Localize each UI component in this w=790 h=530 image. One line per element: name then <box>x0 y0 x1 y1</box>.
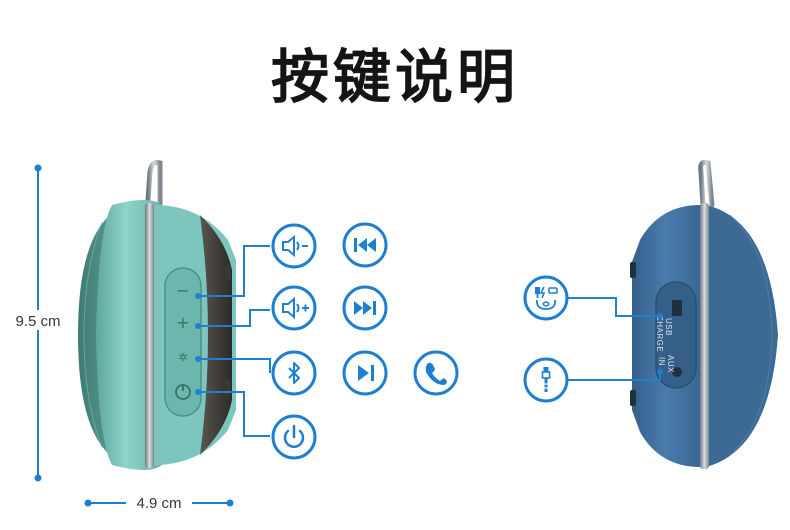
svg-text:−: − <box>176 281 189 300</box>
width-dimension: 4.9 cm <box>84 493 234 513</box>
usb-charge-icon <box>523 275 569 321</box>
volume-down-icon <box>271 223 317 269</box>
aux-in-icon <box>523 357 569 403</box>
aux-port-label: AUX <box>666 355 675 373</box>
charge-port-label: CHARGE <box>655 315 664 352</box>
volume-up-icon <box>271 285 317 331</box>
height-dimension: 9.5 cm <box>6 164 70 482</box>
front-leader-lines <box>195 245 271 437</box>
back-leader-lines <box>566 297 663 381</box>
play-pause-icon <box>342 350 388 396</box>
previous-track-icon <box>342 222 388 268</box>
power-icon <box>271 414 317 460</box>
in-port-label: IN <box>657 357 666 366</box>
height-label: 9.5 cm <box>15 313 60 330</box>
speaker-front-view: − + ✲ <box>78 159 236 470</box>
svg-text:+: + <box>176 313 189 332</box>
svg-text:✲: ✲ <box>178 351 187 364</box>
speaker-back-view: USB CHARGE AUX IN <box>630 159 778 469</box>
bluetooth-icon <box>271 350 317 396</box>
page-title: 按键说明 <box>270 43 519 111</box>
next-track-icon <box>342 285 388 331</box>
width-label: 4.9 cm <box>136 495 181 512</box>
usb-port-label: USB <box>664 318 673 336</box>
phone-call-icon <box>413 350 459 396</box>
